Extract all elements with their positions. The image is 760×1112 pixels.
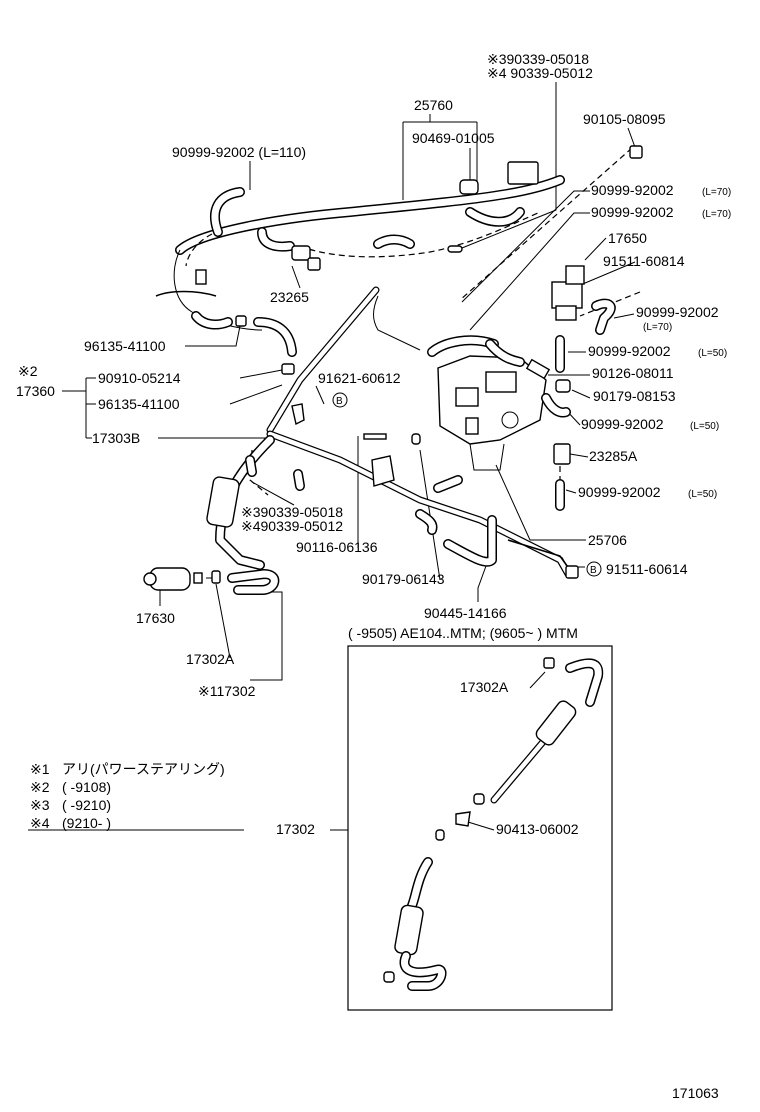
note-3-text: ( -9210) xyxy=(62,797,111,813)
label-23285A: 23285A xyxy=(589,448,638,464)
circle-b-2 xyxy=(586,561,602,577)
label-90126-08011: 90126-08011 xyxy=(592,365,674,381)
label-96135-41100-a: 96135-41100 xyxy=(84,338,166,354)
leader-lines xyxy=(158,82,637,681)
vsv-17650 xyxy=(551,281,583,309)
label-90999-92002-l70-a: 90999-92002 xyxy=(591,182,674,198)
alt-assembly-header: ( -9505) AE104..MTM; (9605~ ) MTM xyxy=(348,625,578,641)
label-91511-60614: 91511-60614 xyxy=(606,561,688,577)
filter-17630-housing xyxy=(206,476,240,528)
note-1-mark: ※1 xyxy=(30,761,50,777)
mark-b-1: B xyxy=(336,396,343,407)
label-90999-92002-l70-b: 90999-92002 xyxy=(591,204,674,220)
label-17650: 17650 xyxy=(608,230,647,246)
label-90910-05214: 90910-05214 xyxy=(98,370,181,386)
label-17303B: 17303B xyxy=(92,430,140,446)
leader-box-90413 xyxy=(467,821,495,831)
note-2-mark: ※2 xyxy=(30,779,50,795)
vsv-23265 xyxy=(291,245,311,261)
label-90999-92002-l50-b: 90999-92002 xyxy=(581,416,664,432)
alt-assembly-box xyxy=(347,645,613,1011)
note-4-mark: ※4 xyxy=(30,815,50,831)
label-90999-92002-l50-c: 90999-92002 xyxy=(578,484,661,500)
note-2-text: ( -9108) xyxy=(62,779,111,795)
hose-assembly-main xyxy=(143,145,643,595)
label-l50-b: (L=50) xyxy=(690,421,719,432)
label-96135-41100-b: 96135-41100 xyxy=(98,396,180,412)
label-23265: 23265 xyxy=(270,289,309,305)
note-4-text: (9210- ) xyxy=(62,815,111,831)
label-box-17302A: 17302A xyxy=(460,679,509,695)
notes-block: ※1 アリ(パワーステアリング) ※2 ( -9108) ※3 ( -9210)… xyxy=(28,761,244,831)
mark-b-2: B xyxy=(590,565,597,576)
label-l50-a: (L=50) xyxy=(698,348,727,359)
label-90339-05012-mid: ※490339-05012 xyxy=(241,518,343,534)
label-90999-92002-r: 90999-92002 xyxy=(636,304,719,320)
note-1-text: アリ(パワーステアリング) xyxy=(62,761,225,777)
label-17630: 17630 xyxy=(136,610,175,626)
bracket-17360 xyxy=(62,377,96,439)
note-3-mark: ※3 xyxy=(30,797,50,813)
leader-box-17302A xyxy=(529,671,546,689)
label-l70-a: (L=70) xyxy=(702,187,731,198)
label-17302-mark1: ※117302 xyxy=(198,683,256,699)
vsv-23285A xyxy=(553,443,571,465)
alt-hose-assembly xyxy=(383,657,604,991)
label-90999-92002-l50-a: 90999-92002 xyxy=(588,343,671,359)
label-90116-06136: 90116-06136 xyxy=(296,539,378,555)
label-l50-c: (L=50) xyxy=(688,489,717,500)
label-l70-c: (L=70) xyxy=(643,322,672,333)
label-90445-14166: 90445-14166 xyxy=(424,605,507,621)
label-17360: 17360 xyxy=(16,383,55,399)
label-25706: 25706 xyxy=(588,532,627,548)
label-90469-01005: 90469-01005 xyxy=(412,130,495,146)
label-90339-05018-top: ※390339-05018 xyxy=(487,51,589,67)
diagram-code: 171063 xyxy=(672,1085,719,1101)
label-17302A: 17302A xyxy=(186,651,235,667)
engine-block-25706 xyxy=(437,355,547,445)
label-90179-06143: 90179-06143 xyxy=(362,571,445,587)
label-90179-08153: 90179-08153 xyxy=(593,388,676,404)
label-25760: 25760 xyxy=(414,97,453,113)
circle-b-1 xyxy=(332,392,348,408)
label-90339-05012-top: ※4 90339-05012 xyxy=(487,65,593,81)
label-l70-b: (L=70) xyxy=(702,209,731,220)
mark-2: ※2 xyxy=(18,363,38,379)
label-90105-08095: 90105-08095 xyxy=(583,111,666,127)
label-91511-60814: 91511-60814 xyxy=(603,253,685,269)
label-90339-05018-mid: ※390339-05018 xyxy=(241,504,343,520)
label-17302: 17302 xyxy=(276,821,315,837)
label-box-90413-06002: 90413-06002 xyxy=(496,821,579,837)
label-90999-92002-l110: 90999-92002 (L=110) xyxy=(172,144,306,160)
label-91621-60612: 91621-60612 xyxy=(318,370,401,386)
